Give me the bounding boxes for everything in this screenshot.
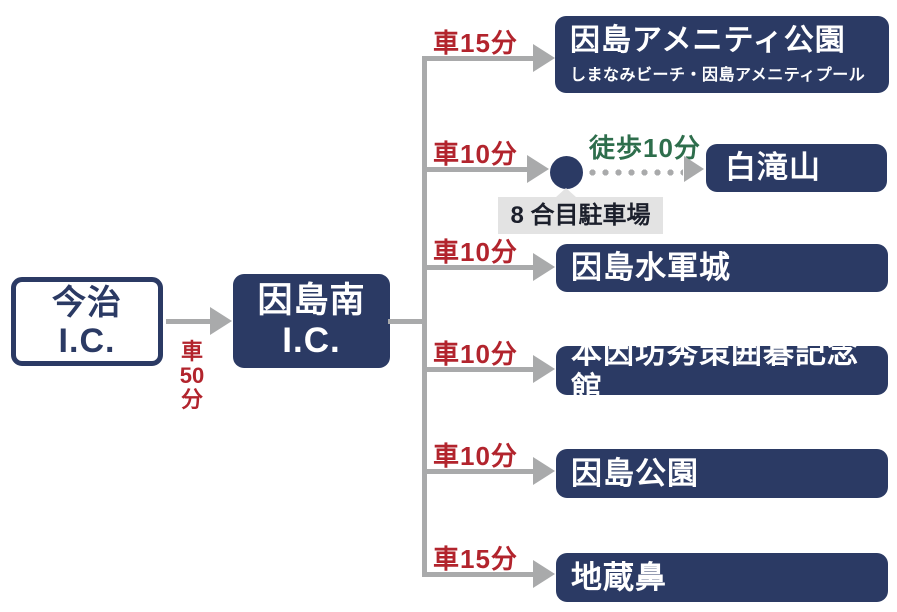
branch-time-label: 車10分 [433,139,518,169]
destination-box-innoshima-park: 因島公園 [556,449,888,498]
hub-name-line2: I.C. [282,321,341,360]
branch-line [425,469,533,474]
origin-box-imabari-ic: 今治 I.C. [11,277,163,366]
branch-time-label: 車10分 [433,237,518,267]
destination-box-amenity-park: 因島アメニティ公園 しまなみビーチ・因島アメニティプール [555,16,889,93]
branch-line [425,56,533,61]
destination-title: 因島公園 [571,455,699,491]
branch-line [425,265,533,270]
hub-box-innoshima-minami-ic: 因島南 I.C. [233,274,390,368]
branch-time-label: 車15分 [433,544,518,574]
trunk-line [422,56,427,577]
branch-time-label: 車10分 [433,441,518,471]
destination-box-suigun-castle: 因島水軍城 [556,244,888,292]
walk-time-label: 徒歩10分 [589,133,701,163]
dotted-arrowhead-icon [684,156,704,182]
destination-title: 因島水軍城 [571,250,731,286]
origin-name-line1: 今治 [52,283,122,322]
branch-line [425,572,533,577]
destination-box-jizobana: 地蔵鼻 [556,553,888,602]
arrowhead-icon [533,355,555,383]
arrowhead-icon [533,560,555,588]
waypoint-label-parking: 8 合目駐車場 [498,197,663,234]
hub-to-trunk-line [388,319,425,324]
arrowhead-icon [533,253,555,281]
destination-title: 因島アメニティ公園 [570,23,846,57]
arrowhead-icon [533,457,555,485]
destination-title: 地蔵鼻 [571,559,667,595]
origin-to-hub-time-label: 車 50 分 [179,339,205,412]
waypoint-pointer-icon [555,188,577,198]
destination-title: 本因坊秀策囲碁記念館 [571,334,859,406]
waypoint-dot-icon [550,156,583,189]
branch-time-label: 車10分 [433,339,518,369]
branch-line [425,167,527,172]
arrowhead-icon [533,44,555,72]
branch-line [425,367,533,372]
arrowhead-icon [210,307,232,335]
destination-box-shusaku-igo-museum: 本因坊秀策囲碁記念館 [556,335,888,406]
destination-subtitle: しまなみビーチ・因島アメニティプール [570,67,866,85]
hub-name-line1: 因島南 [257,281,366,320]
branch-time-label: 車15分 [433,28,518,58]
dotted-walk-line [589,169,683,176]
destination-title: 白滝山 [725,150,821,186]
arrowhead-icon [527,155,549,183]
destination-box-shirataki-san: 白滝山 [706,144,887,192]
origin-to-hub-line [166,319,212,324]
origin-name-line2: I.C. [58,321,116,360]
